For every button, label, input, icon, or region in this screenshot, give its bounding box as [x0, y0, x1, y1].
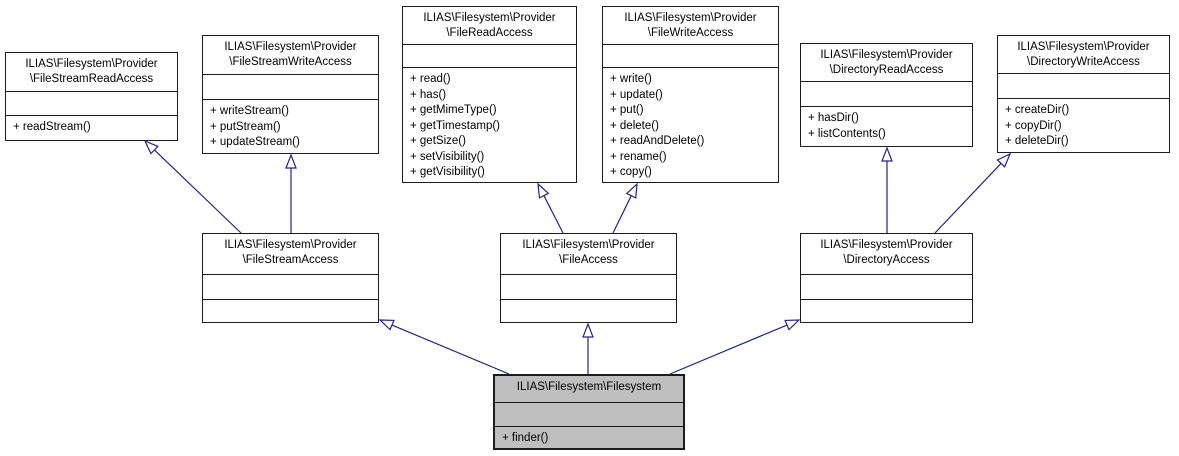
class-node-directory-write-access[interactable]: ILIAS\Filesystem\Provider\DirectoryWrite…	[997, 35, 1170, 153]
method-label: + copy()	[610, 166, 652, 178]
class-attributes-section	[998, 73, 1169, 98]
method-label: + writeStream()	[210, 105, 289, 117]
inheritance-arrow-file-access-to-file-write-access	[612, 182, 638, 234]
class-methods-section: + createDir() + copyDir() + deleteDir()	[998, 98, 1169, 152]
class-name-label: ILIAS\Filesystem\Provider\FileStreamAcce…	[224, 239, 357, 266]
class-methods-section: + writeStream() + putStream() + updateStre…	[203, 99, 378, 153]
class-name-label: ILIAS\Filesystem\Provider\FileReadAccess	[423, 12, 556, 39]
inheritance-arrow-file-stream-access-to-file-stream-write-access	[285, 153, 297, 233]
inheritance-arrow-filesystem-to-file-access	[582, 322, 594, 374]
class-methods-section	[501, 299, 676, 322]
class-attributes-section	[501, 274, 676, 299]
class-attributes-section	[6, 91, 177, 115]
method-label: + delete()	[610, 119, 659, 132]
class-methods-section: + readStream()	[6, 115, 177, 140]
method-label: + getSize()	[410, 135, 466, 147]
method-label: + createDir()	[1005, 104, 1070, 116]
method-label: + rename()	[610, 150, 667, 163]
class-node-file-stream-write-access[interactable]: ILIAS\Filesystem\Provider\FileStreamWrit…	[202, 35, 379, 154]
inheritance-arrow-filesystem-to-file-stream-access	[378, 319, 510, 375]
class-attributes-section	[203, 74, 378, 99]
class-name-label: ILIAS\Filesystem\Provider\DirectoryWrite…	[1017, 41, 1150, 68]
class-node-filesystem[interactable]: ILIAS\Filesystem\Filesystem + finder()	[493, 374, 685, 450]
class-node-file-access[interactable]: ILIAS\Filesystem\Provider\FileAccess	[500, 233, 677, 323]
method-label: + listContents()	[808, 127, 886, 140]
method-label: + update()	[610, 88, 663, 101]
class-attributes-section	[203, 274, 378, 299]
class-node-file-stream-access[interactable]: ILIAS\Filesystem\Provider\FileStreamAcce…	[202, 233, 379, 323]
class-methods-section: + write() + update() + put() + delete() + re…	[603, 67, 778, 182]
method-label: + updateStream()	[210, 136, 300, 148]
inheritance-arrow-file-stream-access-to-file-stream-read-access	[143, 139, 242, 234]
class-node-file-stream-read-access[interactable]: ILIAS\Filesystem\Provider\FileStreamRead…	[5, 52, 178, 141]
class-name-label: ILIAS\Filesystem\Provider\FileAccess	[522, 239, 655, 266]
inheritance-arrow-directory-access-to-directory-write-access	[934, 152, 1012, 234]
class-attributes-section	[495, 402, 683, 426]
method-label: + write()	[610, 73, 652, 85]
method-label: + deleteDir()	[1005, 135, 1069, 147]
class-attributes-section	[801, 274, 972, 299]
class-name-label: ILIAS\Filesystem\Provider\DirectoryAcces…	[820, 239, 953, 266]
class-methods-section: + read() + has() + getMimeType() + getTimes…	[403, 67, 576, 182]
class-node-file-write-access[interactable]: ILIAS\Filesystem\Provider\FileWriteAcces…	[602, 6, 779, 183]
class-attributes-section	[801, 81, 972, 106]
inheritance-arrow-directory-access-to-directory-read-access	[881, 146, 893, 233]
class-node-directory-read-access[interactable]: ILIAS\Filesystem\Provider\DirectoryReadA…	[800, 43, 973, 147]
method-label: + setVisibility()	[410, 150, 485, 163]
method-label: + finder()	[502, 432, 549, 444]
method-label: + getMimeType()	[410, 104, 497, 116]
class-name-label: ILIAS\Filesystem\Filesystem	[516, 381, 662, 393]
class-node-directory-access[interactable]: ILIAS\Filesystem\Provider\DirectoryAcces…	[800, 233, 973, 323]
class-methods-section	[801, 299, 972, 322]
class-methods-section: + finder()	[495, 426, 683, 448]
method-label: + read()	[410, 73, 451, 85]
method-label: + getTimestamp()	[410, 119, 501, 132]
class-node-file-read-access[interactable]: ILIAS\Filesystem\Provider\FileReadAccess…	[402, 6, 577, 183]
class-name-label: ILIAS\Filesystem\Provider\DirectoryReadA…	[820, 49, 953, 76]
method-label: + readStream()	[13, 121, 91, 133]
method-label: + putStream()	[210, 120, 281, 133]
class-name-label: ILIAS\Filesystem\Provider\FileWriteAcces…	[624, 12, 757, 39]
class-attributes-section	[403, 44, 576, 67]
inheritance-arrow-filesystem-to-directory-access	[669, 319, 801, 375]
class-methods-section	[203, 299, 378, 322]
method-label: + readAndDelete()	[610, 135, 705, 147]
method-label: + getVisibility()	[410, 166, 485, 178]
class-methods-section: + hasDir() + listContents()	[801, 106, 972, 146]
inheritance-arrow-file-access-to-file-read-access	[537, 182, 564, 234]
method-label: + has()	[410, 88, 447, 101]
method-label: + copyDir()	[1005, 119, 1062, 132]
class-name-label: ILIAS\Filesystem\Provider\FileStreamRead…	[25, 58, 158, 85]
method-label: + put()	[610, 104, 644, 116]
class-name-label: ILIAS\Filesystem\Provider\FileStreamWrit…	[224, 41, 357, 68]
class-attributes-section	[603, 44, 778, 67]
method-label: + hasDir()	[808, 112, 859, 124]
